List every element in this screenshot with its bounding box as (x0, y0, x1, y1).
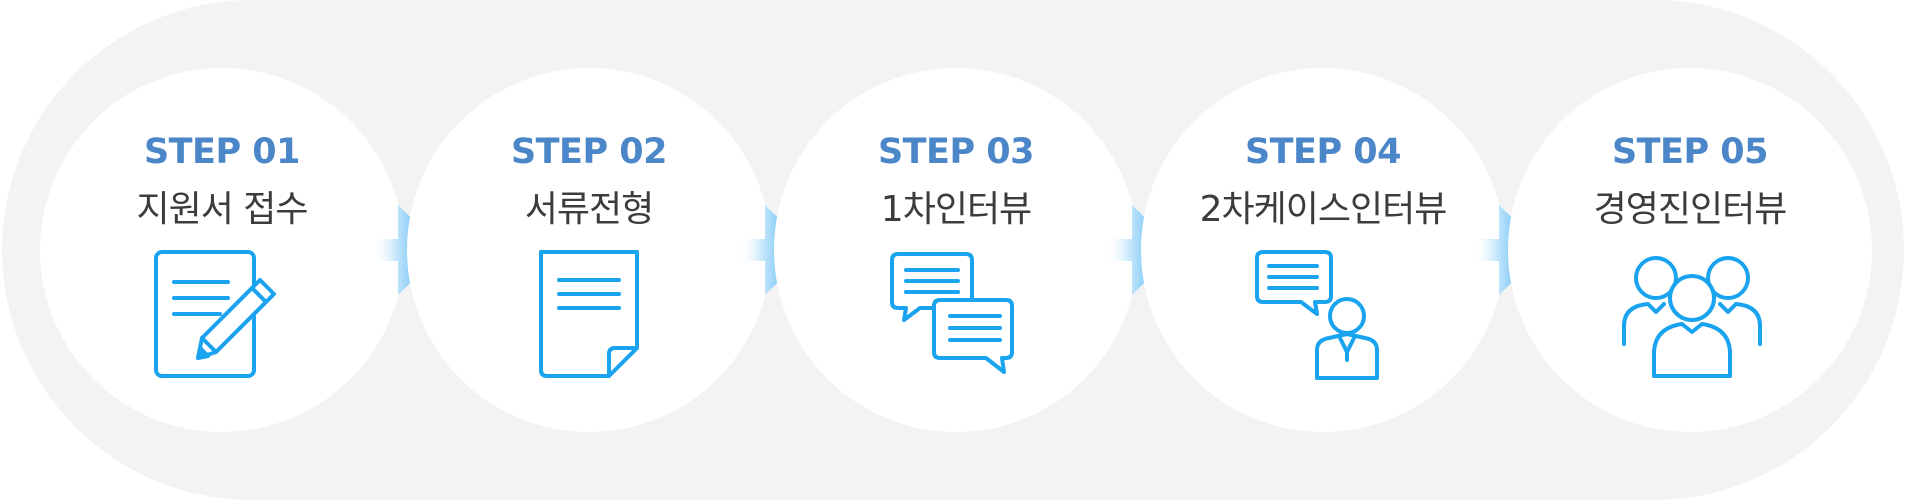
step-title: 서류전형 (524, 189, 654, 230)
document-icon (539, 250, 639, 378)
chat-bubbles-icon (890, 252, 1014, 374)
step-2: STEP 02 서류전형 (407, 68, 771, 432)
step-3: STEP 03 1차인터뷰 (774, 68, 1138, 432)
group-people-icon (1622, 256, 1762, 378)
step-label: STEP 05 (1611, 132, 1769, 172)
document-pencil-icon (154, 250, 276, 378)
step-title: 지원서 접수 (136, 189, 308, 230)
step-title: 2차케이스인터뷰 (1199, 189, 1448, 230)
step-5: STEP 05 경영진인터뷰 (1508, 68, 1872, 432)
step-label: STEP 01 (143, 132, 301, 172)
step-label: STEP 03 (877, 132, 1035, 172)
step-label: STEP 04 (1244, 132, 1402, 172)
step-title: 경영진인터뷰 (1593, 189, 1788, 230)
step-label: STEP 02 (510, 132, 668, 172)
step-title: 1차인터뷰 (880, 189, 1032, 230)
person-speech-icon (1255, 250, 1379, 380)
step-1: STEP 01 지원서 접수 (40, 68, 404, 432)
step-4: STEP 04 2차케이스인터뷰 (1141, 68, 1505, 432)
